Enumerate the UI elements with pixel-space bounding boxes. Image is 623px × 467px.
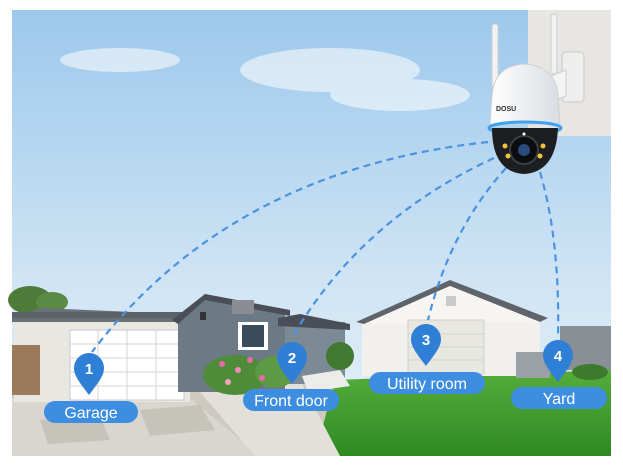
location-pill	[243, 389, 339, 411]
map-pin-icon	[74, 353, 104, 395]
location-number: 3	[422, 332, 430, 349]
location-pill	[511, 387, 607, 409]
location-pill	[369, 372, 485, 394]
security-camera: DOSU	[487, 13, 563, 174]
map-pin-icon	[411, 324, 441, 366]
location-marker-utility-room: 3 Utility room	[369, 324, 485, 394]
trees	[8, 286, 68, 314]
location-marker-garage: 1 Garage	[44, 353, 138, 423]
signal-arc-utility-room	[426, 167, 507, 321]
location-number: 2	[288, 350, 296, 367]
location-number: 1	[85, 361, 93, 378]
signal-arc-yard	[538, 171, 560, 337]
camera-brand-label: DOSU	[496, 106, 516, 113]
location-pill	[44, 401, 138, 423]
camera-antenna-right	[550, 13, 558, 75]
main-house	[12, 294, 350, 402]
location-label: Garage	[64, 405, 117, 422]
signal-arc-front-door	[291, 157, 495, 339]
location-number: 4	[554, 348, 563, 365]
location-marker-yard: 4 Yard	[511, 340, 607, 409]
map-pin-icon	[543, 340, 573, 382]
utility-shed	[356, 280, 548, 376]
clouds	[60, 48, 470, 111]
signal-arc-garage	[91, 140, 489, 353]
location-label: Front door	[254, 393, 328, 410]
location-label: Utility room	[387, 376, 467, 393]
map-pin-icon	[277, 342, 307, 384]
location-marker-front-door: 2 Front door	[243, 342, 339, 411]
front-steps	[302, 370, 350, 392]
location-label: Yard	[543, 391, 576, 408]
signal-arcs	[91, 140, 560, 353]
